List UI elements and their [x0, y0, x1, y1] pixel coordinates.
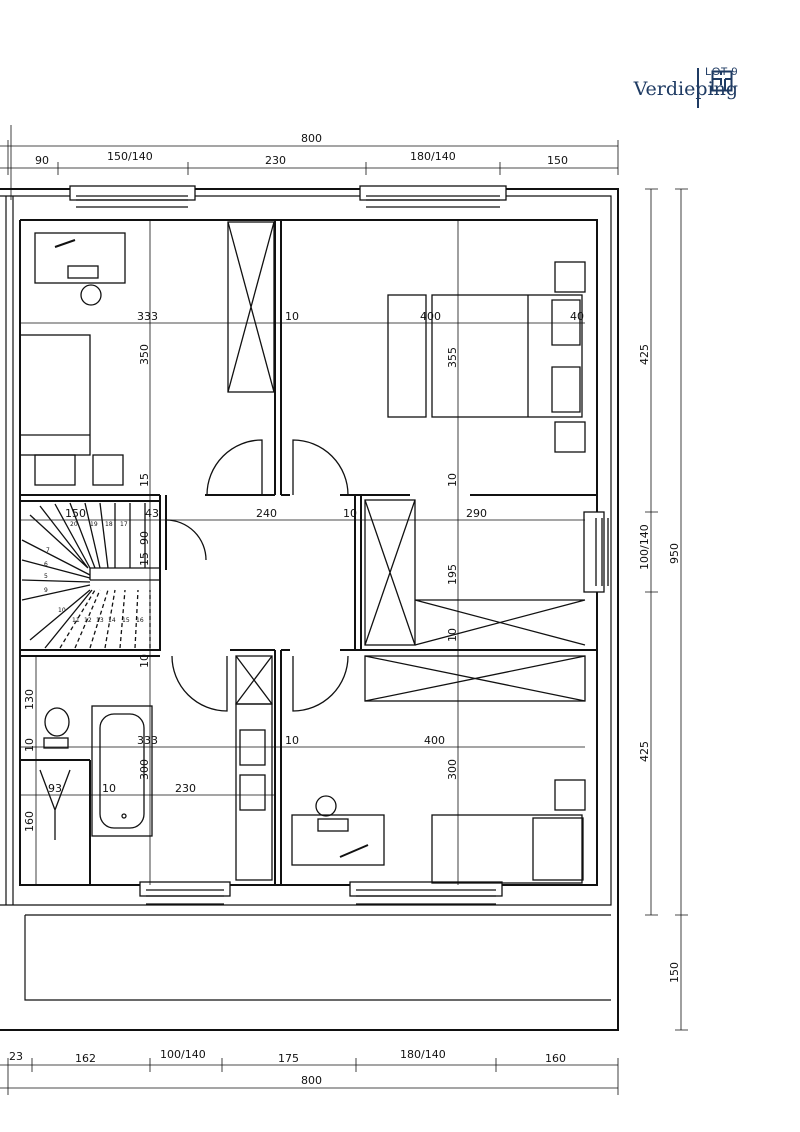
- hall-h3: 195: [446, 564, 459, 585]
- stair-step-5: 5: [44, 573, 48, 580]
- stair-step-18: 18: [105, 521, 113, 528]
- header-divider: [697, 68, 699, 108]
- hall-w5: 290: [466, 507, 487, 520]
- top-dim-5: 150: [547, 154, 568, 167]
- room1-h: 350: [138, 344, 151, 365]
- stair-step-12: 12: [84, 617, 92, 624]
- right-dim-2: 100/140: [638, 524, 651, 570]
- bath-h2: 10: [23, 738, 36, 752]
- hall-w2: 43: [145, 507, 159, 520]
- bottom-total-dim: 800: [301, 1074, 322, 1087]
- hall-h5: 10: [138, 654, 151, 668]
- bottom-dim-5: 180/140: [400, 1048, 446, 1061]
- hall-w3: 240: [256, 507, 277, 520]
- stair-step-7: 7: [46, 547, 50, 554]
- upper-w2: 10: [285, 310, 299, 323]
- stair-step-13: 13: [96, 617, 104, 624]
- right-dim-1: 425: [638, 344, 651, 365]
- stair-step-14: 14: [108, 617, 116, 624]
- bath-w3: 230: [175, 782, 196, 795]
- right-dim-total: 950: [668, 543, 681, 564]
- stair-step-19: 19: [90, 521, 98, 528]
- right-dim-terrace: 150: [668, 962, 681, 983]
- room2-h: 355: [446, 347, 459, 368]
- right-dim-3: 425: [638, 741, 651, 762]
- lower-w1: 333: [137, 734, 158, 747]
- stair-step-15: 15: [122, 617, 130, 624]
- bottom-dim-2: 162: [75, 1052, 96, 1065]
- stair-step-16: 16: [136, 617, 144, 624]
- upper-w4: 40: [570, 310, 584, 323]
- stair-step-10: 10: [58, 607, 66, 614]
- stair-step-numbers: 20 19 18 17 7 6 5 9 10 11 12 13 14 15 16: [44, 521, 144, 624]
- stair-step-11: 11: [72, 617, 80, 624]
- lower-h2: 300: [446, 759, 459, 780]
- stair-step-17: 17: [120, 521, 128, 528]
- hall-w1: 150: [65, 507, 86, 520]
- lower-h1: 300: [138, 759, 151, 780]
- bottom-dim-3: 100/140: [160, 1048, 206, 1061]
- stair-step-20: 20: [70, 521, 78, 528]
- lower-w2: 10: [285, 734, 299, 747]
- hall-h4: 10: [446, 628, 459, 642]
- upper-w1: 333: [137, 310, 158, 323]
- upper-w3: 400: [420, 310, 441, 323]
- wall-b: 10: [446, 473, 459, 487]
- bottom-dim-6: 160: [545, 1052, 566, 1065]
- top-dim-3: 230: [265, 154, 286, 167]
- bottom-dim-1: 23: [9, 1050, 23, 1063]
- floorplan-icon: [711, 70, 733, 92]
- bath-h3: 160: [23, 811, 36, 832]
- lower-w3: 400: [424, 734, 445, 747]
- top-dim-4: 180/140: [410, 150, 456, 163]
- top-dim-1: 90: [35, 154, 49, 167]
- bottom-dim-4: 175: [278, 1052, 299, 1065]
- bath-w2: 10: [102, 782, 116, 795]
- hall-h2: 15: [138, 552, 151, 566]
- hall-w4: 10: [343, 507, 357, 520]
- stair-step-9: 9: [44, 587, 48, 594]
- wall-a: 15: [138, 473, 151, 487]
- bath-w1: 93: [48, 782, 62, 795]
- stair-step-6: 6: [44, 561, 48, 568]
- top-total-dim: 800: [301, 132, 322, 145]
- hall-h1: 90: [138, 531, 151, 545]
- top-dim-2: 150/140: [107, 150, 153, 163]
- bath-h1: 130: [23, 689, 36, 710]
